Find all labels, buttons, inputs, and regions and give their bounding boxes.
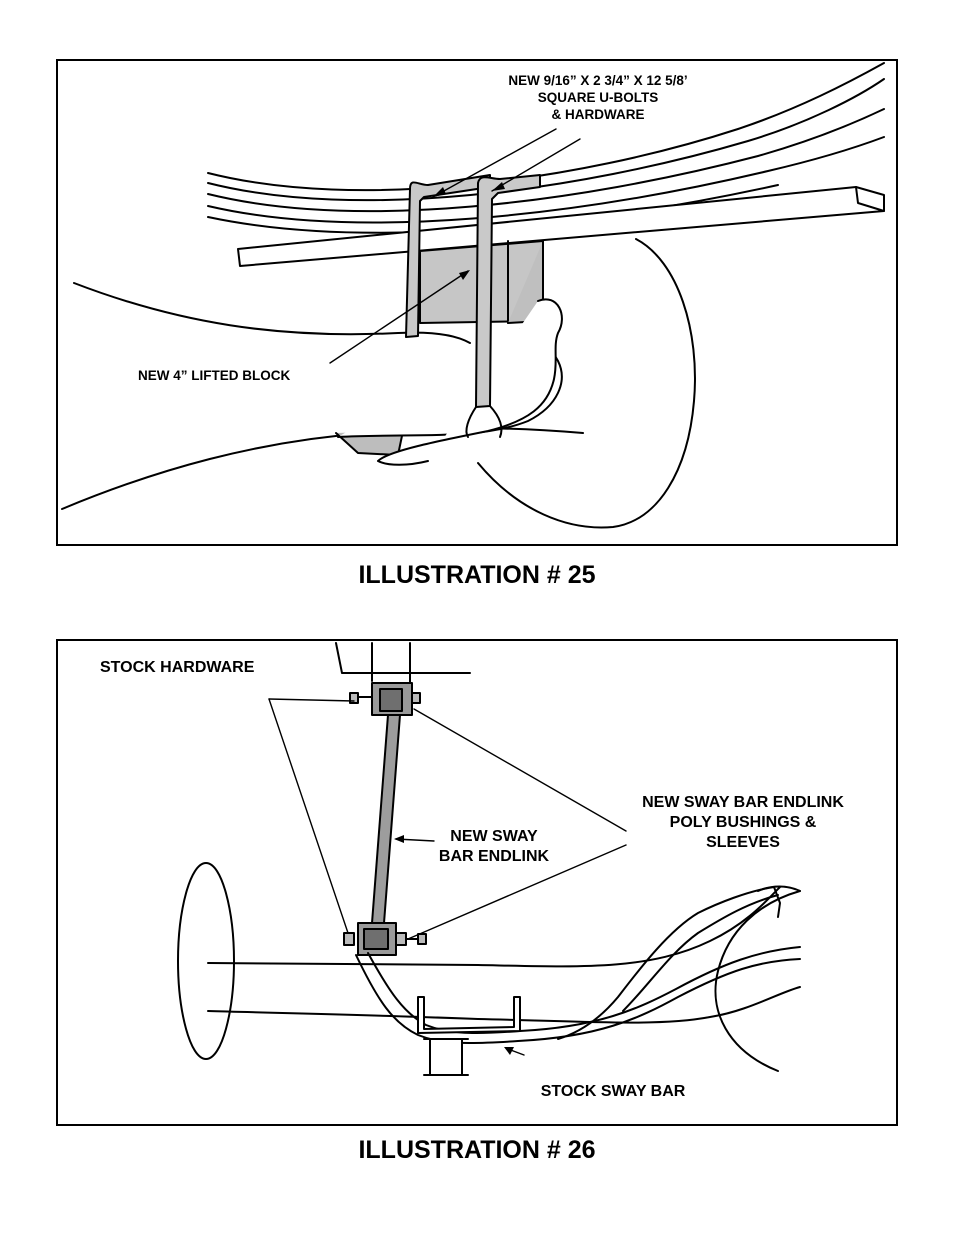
leader-lines (329, 128, 581, 364)
leaf-spring-26 (557, 885, 801, 1072)
sway-bar-label: STOCK SWAY BAR (540, 1083, 686, 1100)
axle-tube (207, 886, 801, 1024)
lift-block-label: NEW 4” LIFTED BLOCK (138, 368, 291, 383)
bushings-label: NEW SWAY BAR ENDLINK POLY BUSHINGS & SLE… (642, 794, 844, 851)
wheel-drum (177, 862, 235, 1060)
arrowheads (433, 182, 505, 280)
illustration-25-caption: ILLUSTRATION # 25 (358, 561, 596, 589)
ubolts-label: NEW 9/16” X 2 3/4” X 12 5/8’ SQUARE U-BO… (508, 73, 688, 122)
wheel-drum-outline (477, 238, 696, 529)
spring-plate (237, 186, 885, 267)
illustration-26-caption: ILLUSTRATION # 26 (358, 1136, 596, 1164)
endlink-label: NEW SWAY BAR ENDLINK (438, 828, 550, 865)
illustration-25-drawing (61, 62, 885, 529)
lower-bushing (343, 922, 427, 956)
sway-bar-mount (417, 996, 521, 1076)
arrowheads-26 (394, 835, 514, 1055)
illustration-26-frame: STOCK HARDWARE NEW SWAY BAR ENDLINK NEW … (56, 639, 898, 1126)
u-bolt-right (465, 174, 541, 438)
illustration-26-drawing (177, 642, 801, 1076)
leader-lines-26 (268, 698, 627, 1056)
stock-hardware-label: STOCK HARDWARE (100, 659, 255, 676)
endlink-rod (371, 714, 401, 924)
sway-bar (355, 946, 801, 1044)
upper-bushing (349, 682, 421, 716)
illustration-25-frame: NEW 9/16” X 2 3/4” X 12 5/8’ SQUARE U-BO… (56, 59, 898, 546)
u-bolt-left (405, 174, 491, 338)
axle-housing (61, 282, 584, 510)
